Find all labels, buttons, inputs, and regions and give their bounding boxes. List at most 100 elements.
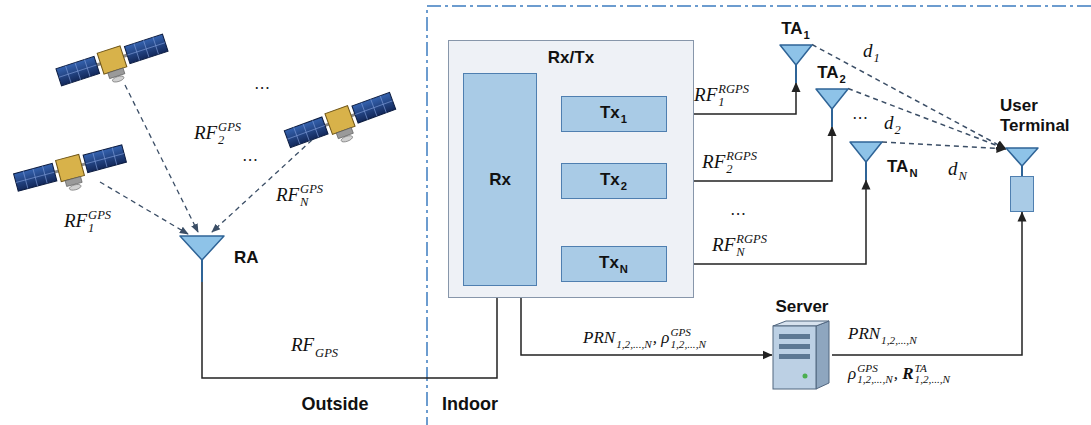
terminal-box [1010,176,1034,212]
span-part: , [894,364,903,383]
signal-ray [212,140,312,232]
signal-name: RFGPS2 [194,121,242,147]
rect-part [779,354,810,359]
signal-name: RFGPSN [276,183,324,209]
signal-label: d1 [863,39,881,65]
span-part: 1 [874,52,880,65]
span-part: TA1,2,...,N [915,363,951,387]
server-icon: Server [772,320,832,390]
span-part: RF [694,84,717,105]
span-part: RF [194,122,217,143]
span-part: Server [776,297,829,316]
span-part: 2 [726,163,757,176]
span-part: 2 [840,62,846,86]
span-part: GPS1,2,...,N [670,327,706,351]
span-part: Outside [301,394,368,414]
span-part: RGPS2 [726,150,757,176]
span-part: ρ [848,364,856,383]
polygon-part [850,142,882,162]
span-part: GPS [315,347,338,373]
span-part: d [884,112,894,133]
span-part: Tx [600,170,620,189]
span-part: RF [712,234,735,255]
region-label: Indoor [442,394,498,414]
span-part [621,169,627,181]
span-part: User Terminal [1000,96,1070,135]
span-part: 1 [621,102,627,126]
span-part: N [620,252,628,276]
signal-name: RFGPS1 [64,209,112,235]
span-part: RF [276,184,299,205]
span-part: RA [234,248,259,267]
span-part: GPS2 [218,121,241,147]
span-part: d [948,158,958,179]
span-part: 2 [218,134,241,147]
span-part: 1,2,...,N [616,339,652,351]
signal-label: PRN1,2,...,NρGPS1,2,...,N, RTA1,2,...,N [848,323,951,386]
span-part [620,252,628,264]
signal-label: dN [948,157,968,183]
span-part: TA [817,63,838,82]
span-part: ⋯ [730,204,746,223]
transmit-antenna: TA2 [814,62,850,127]
circle-part [803,374,808,379]
antenna-symbol [778,43,814,83]
rect-part [779,344,810,349]
line-part [865,162,867,180]
rect-part [773,326,816,389]
span-part: GPS [315,347,338,360]
span-part: N [736,246,767,259]
span-part: N [959,157,967,183]
line-part [1021,166,1023,176]
signal-label: RFRGPS1 [694,83,750,109]
span-part: 1 [718,96,749,109]
region-label: Outside [301,394,368,414]
satellite [13,143,130,204]
span-part: 2 [895,111,901,137]
span-part [804,18,810,30]
antenna-symbol [1004,146,1040,176]
connector [882,142,1006,149]
signal-ray [100,182,188,234]
span-part: 2 [840,74,846,86]
span-part [840,62,846,74]
span-part: 1 [804,30,810,42]
signal-label: RFRGPS2 [702,150,758,176]
signal-label: d2 [884,111,902,137]
span-part: N [300,196,323,209]
box-label: Tx1 [600,102,628,126]
antenna-label: RA [234,248,259,268]
span-part [909,156,917,168]
span-part: 1,2,...,N [857,374,893,386]
span-part: Indoor [442,394,498,414]
span-part: GPS1,2,...,N [857,363,893,387]
span-part: RF [291,334,314,355]
satellite [284,91,401,161]
transmitter-box: Tx2 [561,163,667,199]
span-part: 1,2,...,N [881,335,917,347]
line-part [831,109,833,127]
span-part: TA [887,158,908,177]
div-part [848,347,951,363]
signal-label: PRN1,2,...,N, ρGPS1,2,...,N [583,327,707,351]
span-part: 1,2,...,N [881,323,917,347]
group-title: Rx/Tx [449,41,693,68]
signal-label: RFGPS [291,335,339,373]
span-part: RGPS1 [718,83,749,109]
ellipsis-mark: ⋯ [852,110,868,126]
span-part: ⋯ [852,108,868,127]
line-part [795,65,797,83]
span-part: RGPS [726,150,757,163]
antenna-label: TAN [887,156,919,180]
box-label: Tx2 [600,169,628,193]
span-part: PRN [583,329,615,348]
rect-part [779,334,810,339]
span-part: RGPS [736,233,767,246]
antenna-symbol [814,87,850,127]
transmitter-box: Tx1 [561,96,667,132]
line-part [201,260,203,282]
span-part: 2 [621,169,627,193]
span-part [874,39,880,52]
span-part: RF [702,151,725,172]
